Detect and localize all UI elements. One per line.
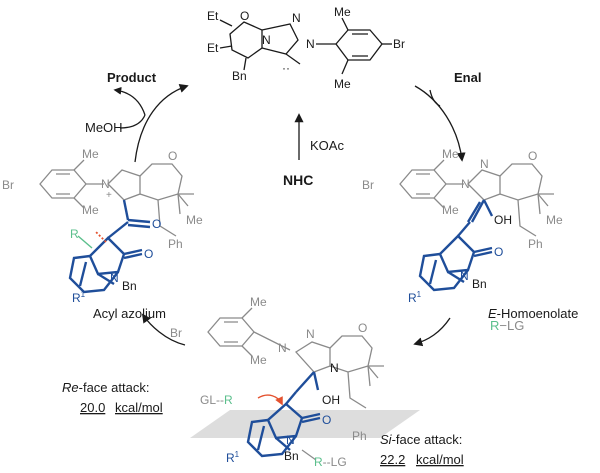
product-label: Product [107, 70, 157, 85]
acyl-ph-label: Ph [168, 237, 183, 251]
re-face-label: Re-face attack: [62, 380, 149, 395]
et-bottom-label: Et [207, 41, 219, 55]
ts-me1-label: Me [250, 295, 267, 309]
acyl-r1-label: R1 [72, 290, 86, 305]
si-face-label: Si-face attack: [380, 432, 462, 447]
acyl-br-label: Br [2, 178, 14, 192]
acyl-n-label: N [110, 271, 119, 285]
homo-o-amide-label: O [494, 245, 503, 259]
ts-n1-label: N [278, 341, 287, 355]
carbene-dots: ·· [282, 61, 290, 75]
homo-ph-label: Ph [528, 237, 543, 251]
o-atom-label: O [240, 9, 249, 23]
n-atom-label: N [262, 33, 271, 47]
me-bottom-label: Me [334, 77, 351, 91]
homo-n2-label: N [480, 157, 489, 171]
acyl-me2-label: Me [82, 203, 99, 217]
acyl-me1-label: Me [82, 147, 99, 161]
acyl-azolium-name: Acyl azolium [93, 306, 166, 321]
homo-bn-label: Bn [472, 277, 487, 291]
acyl-r-label: R [70, 227, 79, 241]
nhc-center-label: NHC [283, 172, 313, 188]
homo-n-label: N [460, 269, 469, 283]
homoenolate-name: E-Homoenolate [488, 306, 578, 321]
koac-label: KOAc [310, 138, 344, 153]
ts-r-lg-label: R--LG [314, 455, 347, 469]
homo-n1-label: N [461, 177, 470, 191]
homo-br-label: Br [362, 178, 374, 192]
n-atom-label-3: N [306, 37, 315, 51]
homo-me2-label: Me [442, 203, 459, 217]
r-lg-reagent: R−LG [490, 318, 524, 333]
homo-o-ring-label: O [528, 149, 537, 163]
homoenolate-structure [399, 159, 554, 292]
n-atom-label-2: N [292, 11, 301, 25]
acyl-bn-label: Bn [122, 279, 137, 293]
acyl-o-ring-label: O [168, 149, 177, 163]
ts-n2-label: N [306, 327, 315, 341]
ts-br-label: Br [170, 326, 182, 340]
homo-r1-label: R1 [408, 290, 422, 305]
re-face-energy-value: 20.0 [80, 400, 105, 415]
me-top-label: Me [334, 5, 351, 19]
cycle-arrows [113, 83, 466, 347]
acyl-me3-label: Me [186, 213, 203, 227]
enal-label: Enal [454, 70, 481, 85]
br-label: Br [393, 37, 405, 51]
ts-bn-label: Bn [284, 449, 299, 463]
acyl-n-plus-label: N [101, 177, 110, 191]
acyl-azolium-structure [39, 159, 194, 294]
ts-r1-label: R1 [226, 450, 240, 465]
ts-o-amide-label: O [322, 413, 331, 427]
acyl-o-carbonyl-label: O [152, 217, 161, 231]
nhc-catalyst-structure [219, 17, 392, 75]
transition-state-structure [190, 307, 420, 461]
ts-oh-label: OH [322, 393, 340, 407]
homo-me3-label: Me [546, 213, 563, 227]
ts-me2-label: Me [250, 353, 267, 367]
ts-gl-r-label: GL--R [200, 393, 233, 407]
acyl-plus-label: + [106, 190, 112, 201]
si-face-energy-unit: kcal/mol [416, 452, 464, 467]
homo-me1-label: Me [442, 147, 459, 161]
re-face-energy-unit: kcal/mol [115, 400, 163, 415]
si-face-energy-value: 22.2 [380, 452, 405, 467]
ts-o-ring-label: O [358, 321, 367, 335]
homo-oh-label: OH [494, 213, 512, 227]
ts-n-label: N [286, 433, 295, 447]
ts-ph-label: Ph [352, 429, 367, 443]
acyl-o-amide-label: O [144, 247, 153, 261]
meoh-label: MeOH [85, 120, 123, 135]
ts-n3-label: N [330, 361, 339, 375]
et-top-label: Et [207, 9, 219, 23]
bn-label: Bn [232, 69, 247, 83]
